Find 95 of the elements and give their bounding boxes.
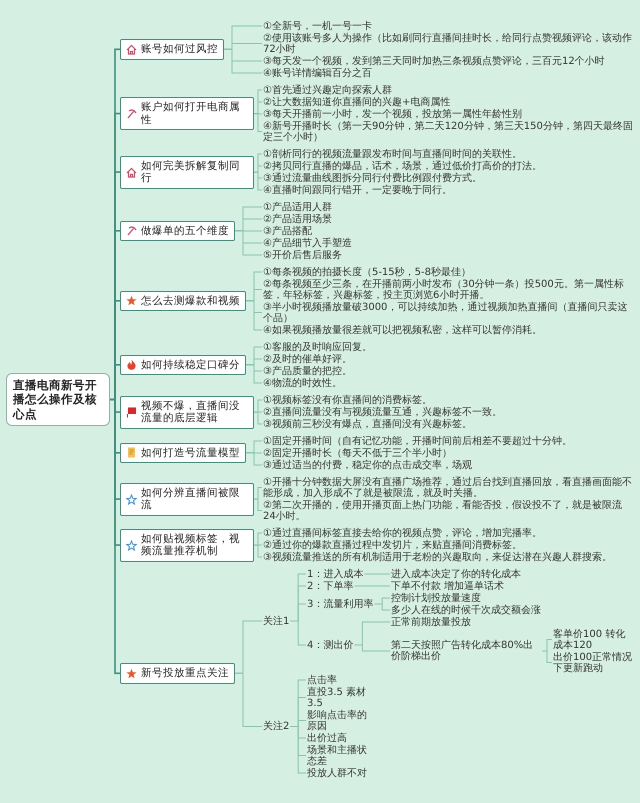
connector-line	[254, 412, 262, 424]
note-text: ③每天发一个视频，发到第三天同时加热三条视频点赞评论，三百元12个小时	[262, 56, 606, 66]
note-text: ③通过适当的付费，稳定你的点击成交率，场观	[262, 460, 473, 470]
note-text: ③产品质量的把控。	[262, 366, 353, 376]
topic-box	[120, 39, 224, 60]
note-text: ③每天开播前一小时，发一个视频，投放第一属性年龄性别	[262, 108, 523, 120]
topic-text: 如何打造号流量模型	[141, 446, 240, 460]
note-text: 2：下单率	[306, 580, 354, 592]
connector-line	[374, 604, 390, 610]
note-text: 正常前期放量投放	[390, 616, 472, 628]
topic-box	[120, 663, 235, 684]
connector-line	[234, 672, 262, 727]
note-text: ①产品适用人群	[262, 202, 333, 212]
note-text: 出价过高	[306, 732, 348, 744]
note-text: 点击率	[306, 674, 338, 686]
note-text: ③视频前三秒没有爆点，直播间没有兴趣标签。	[262, 418, 473, 430]
topic-text: 视频不爆，直播间没流量的底层逻辑	[141, 400, 241, 425]
central-topic: 直播电商新号开播怎么操作及核心点	[6, 373, 110, 426]
note-text: 下单不付款 增加逼单话术	[390, 580, 506, 592]
note-text: ②通过你的爆款直播过程中发切片，来贴直播间消费标签。	[262, 540, 523, 550]
topic-box	[120, 482, 254, 516]
note-text: ③视频流量推送的所有机制适用于老粉的兴趣取向，来促达潜在兴趣人群搜索。	[262, 552, 613, 562]
note-text: ①客服的及时响应回复。	[262, 342, 373, 352]
topic-box	[120, 528, 254, 562]
connector-line	[254, 498, 262, 511]
note-text: 4：测出价	[306, 640, 354, 650]
topic-text: 如何持续稳定口碑分	[141, 358, 240, 372]
note-text: 进入成本决定了你的转化成本	[390, 568, 522, 580]
note-text: ②产品适用场景	[262, 214, 333, 224]
connector-line	[290, 726, 306, 774]
note-text: ③产品搭配	[262, 226, 313, 236]
note-text: 客单价100 转化成本120	[552, 628, 636, 650]
topic-text: 怎么去测爆款和视频	[141, 294, 240, 308]
note-text: ①视频标签没有你直播间的消费标签。	[262, 394, 433, 406]
note-text: ①剖析同行的视频流量跟发布时间与直播间时间的关联性。	[262, 148, 523, 160]
note-text: ④产品细节入手塑造	[262, 238, 353, 248]
topic-text: 如何完美拆解复制同行	[141, 160, 241, 185]
note-text: 控制计划投放量速度	[390, 592, 482, 604]
connector-line	[254, 544, 262, 558]
note-text: ④直播时间跟同行错开，一定要晚于同行。	[262, 184, 453, 196]
note-text: ②直播间流量没有与视频流量互通，兴趣标签不一致。	[262, 406, 503, 418]
note-text: 直投3.5 素材3.5	[306, 686, 376, 708]
topic-box	[120, 442, 246, 464]
note-text: ①开播十分钟数据大屏没有直播广场推荐，通过后台找到直播回放，看直播画面能不能形成，加入形成不了就是被限流，就及时关播。	[262, 476, 634, 498]
topic-box	[120, 354, 246, 376]
note-text: ②第二次开播的，使用开播页面上热门功能，看能否投，假设投不了，就是被限流24小时。	[262, 500, 634, 522]
note-text: 场景和主播状态差	[306, 744, 376, 766]
topic-box	[120, 290, 246, 312]
topic-box	[120, 156, 254, 189]
connector-line	[246, 452, 262, 466]
note-text: ①全新号，一机一号一卡	[262, 20, 373, 32]
note-text: ①固定开播时间（自有记忆功能，开播时间前后相差不要超过十分钟。	[262, 436, 573, 446]
connector-line	[290, 620, 306, 646]
note-text: ④物流的时效性。	[262, 378, 343, 388]
topic-text: 新号投放重点关注	[141, 667, 229, 680]
note-text: 出价100正常情况下更新跑动	[552, 652, 636, 674]
topic-text: 账户如何打开电商属性	[141, 101, 241, 126]
note-text: ①每条视频的拍摄长度（5-15秒，5-8秒最佳）	[262, 266, 472, 278]
connector-line	[234, 230, 262, 256]
note-text: ⑤开价后售后服务	[262, 250, 343, 260]
note-text: ②让大数据知道你直播间的兴趣+电商属性	[262, 96, 452, 108]
note-text: ②使用该账号多人为操作（比如刷同行直播间挂时长，给同行点赞视频评论，该动作72小时	[262, 32, 634, 54]
connector-line	[254, 113, 262, 132]
note-text: 3：流量利用率	[306, 598, 374, 610]
topic-text: 账号如何过风控	[141, 43, 218, 56]
note-text: ②及时的催单好评。	[262, 354, 353, 364]
note-text: ②固定开播时长（每天不低于三个半小时）	[262, 448, 453, 458]
connector-line	[542, 650, 552, 663]
note-text: ②拷贝同行直播的爆品，话术，场景，通过低价打高价的打法。	[262, 160, 543, 172]
note-text: ①通过直播间标签直接去给你的视频点赞，评论，增加完播率。	[262, 528, 543, 538]
note-text: ④新号开播时长（第一天90分钟，第二天120分钟，第三天150分钟，第四天最终固定三个小时）	[262, 120, 634, 142]
note-text: 投放人群不对	[306, 768, 368, 778]
topic-box	[120, 97, 254, 130]
connector-line	[254, 172, 262, 190]
topic-box	[120, 220, 235, 242]
note-text: 关注1	[262, 616, 290, 626]
connector-line	[246, 300, 262, 330]
connector-line	[246, 364, 262, 384]
topic-box	[120, 396, 254, 429]
note-text: ③半小时视频播放量破3000，可以持续加热，通过视频加热直播间（直播间只卖这个品）	[262, 302, 634, 324]
note-text: ④账号详情编辑百分之百	[262, 68, 373, 78]
connector-line	[354, 644, 390, 652]
topic-text: 如何贴视频标签，视频流量推荐机制	[141, 532, 241, 558]
note-text: ③通过流量曲线图拆分同行付费比例跟付费方式。	[262, 172, 483, 184]
note-text: ④如果视频播放量很差就可以把视频私密，这样可以暂停消耗。	[262, 324, 543, 336]
note-text: 1：进入成本	[306, 568, 364, 580]
topic-text: 做爆单的五个维度	[141, 224, 229, 238]
note-text: 影响点击率的原因	[306, 710, 376, 732]
connector-line	[224, 48, 262, 74]
note-text: ②每条视频至少三条，在开播前两小时发布（30分钟一条）投500元。第一属性标签，年轻标签，兴趣标签，投主页浏览6小时开播。	[262, 278, 634, 300]
topic-text: 如何分辨直播间被限流	[141, 486, 241, 512]
note-text: ①首先通过兴趣定向探索人群	[262, 84, 393, 96]
note-text: 关注2	[262, 721, 290, 732]
note-text: 多少人在线的时候千次成交额会涨	[390, 604, 542, 616]
note-text: 第二天按照广告转化成本80%出价阶梯出价	[390, 640, 542, 662]
